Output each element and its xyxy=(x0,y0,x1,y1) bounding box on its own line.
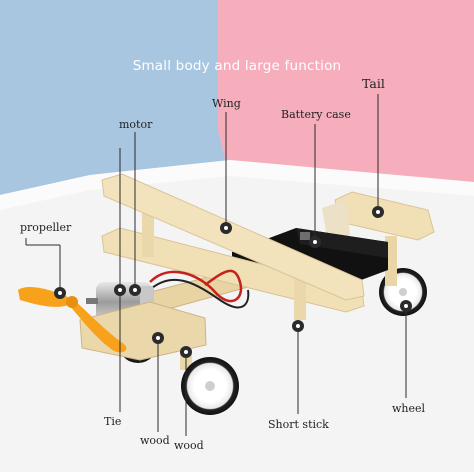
label-tail: Tail xyxy=(362,76,385,91)
tail-plane xyxy=(322,191,435,286)
callout-dots xyxy=(54,206,412,358)
headline: Small body and large function xyxy=(132,58,342,74)
label-wing: Wing xyxy=(212,97,241,110)
label-wood-right: wood xyxy=(174,439,204,452)
leader-lines xyxy=(25,94,407,436)
label-battery-case: Battery case xyxy=(281,108,351,121)
label-wheel: wheel xyxy=(392,402,426,415)
label-tie: Tie xyxy=(104,415,122,428)
wing-strut-left xyxy=(142,205,154,257)
label-short-stick: Short stick xyxy=(268,418,329,431)
wires xyxy=(149,269,243,303)
label-motor: motor xyxy=(119,118,153,131)
upper-wing xyxy=(101,173,365,301)
label-propeller: propeller xyxy=(20,221,72,234)
propeller xyxy=(18,287,127,353)
label-wood-left: wood xyxy=(140,434,170,447)
